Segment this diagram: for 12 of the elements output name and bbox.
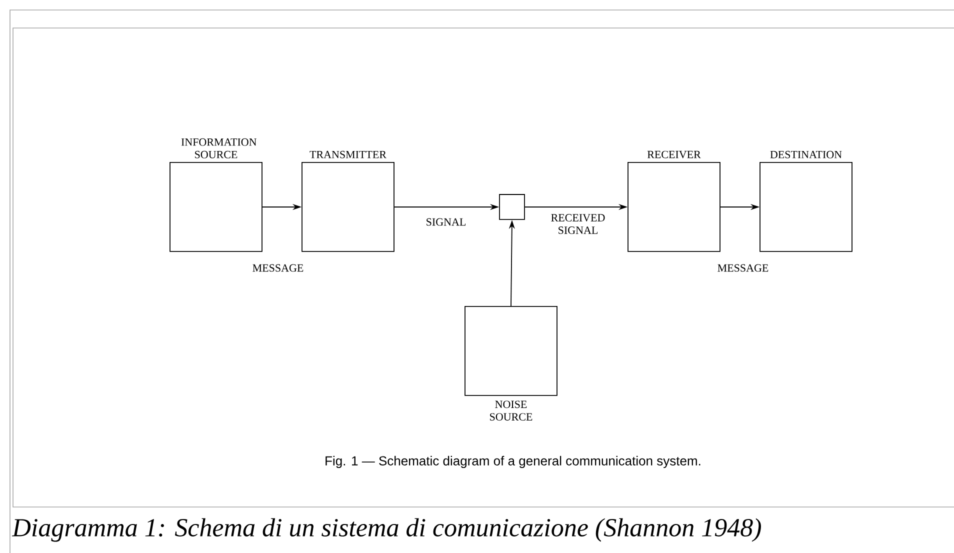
message-label: MESSAGE: [252, 264, 304, 272]
block-heading: TRANSMITTER: [310, 150, 386, 158]
block-heading: RECEIVER: [647, 150, 701, 158]
edge-label: SIGNAL: [426, 218, 466, 226]
figure-caption: Fig. 1 — Schematic diagram of a general communication system.: [326, 456, 700, 468]
edge-label: RECEIVED SIGNAL: [551, 214, 605, 234]
message-label: MESSAGE: [718, 264, 768, 272]
block-heading: INFORMATION SOURCE: [181, 138, 257, 158]
block-heading: NOISE SOURCE: [490, 400, 532, 421]
block-heading: DESTINATION: [770, 150, 842, 158]
caption: Diagramma 1: Schema di un sistema di comunicazione (Shannon 1948): [12, 518, 761, 542]
junction-box: [499, 194, 525, 220]
